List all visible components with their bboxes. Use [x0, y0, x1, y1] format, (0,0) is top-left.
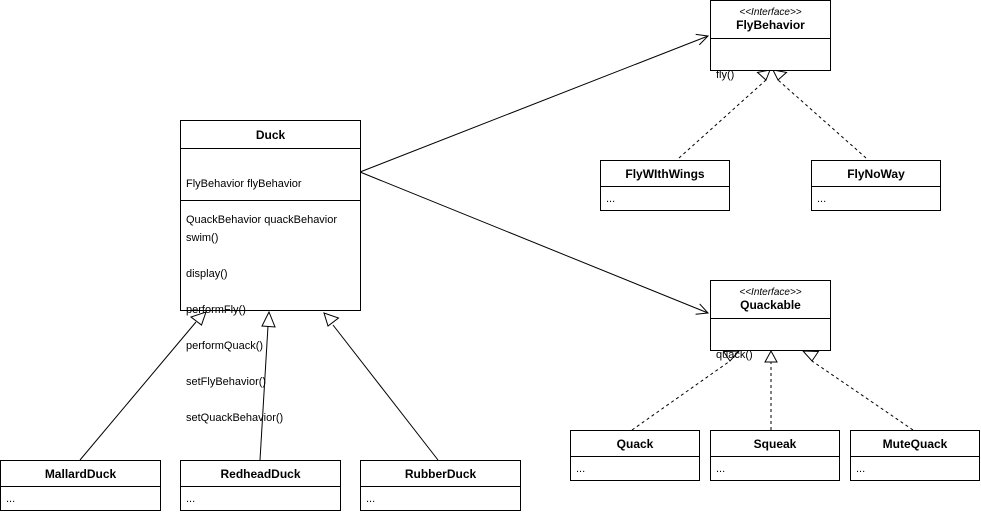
class-name: Duck [255, 127, 286, 142]
class-name: MuteQuack [882, 436, 948, 451]
class-body: ... [856, 463, 866, 475]
class-quack[interactable]: Quack ... [570, 430, 700, 481]
interface-flybehavior[interactable]: <<Interface>> FlyBehavior fly() [710, 0, 831, 81]
association-duck-flybehavior [359, 35, 709, 173]
realization-mutequack [811, 360, 914, 431]
class-body: ... [606, 193, 616, 205]
stereotype-label: <<Interface>> [739, 7, 802, 18]
class-squeak[interactable]: Squeak ... [710, 430, 840, 481]
realization-arrowhead [772, 69, 788, 81]
class-body: ... [817, 193, 827, 205]
association-arrowhead [695, 303, 710, 315]
class-mutequack[interactable]: MuteQuack ... [850, 430, 980, 481]
class-redheadduck[interactable]: RedheadDuck ... [180, 460, 341, 511]
class-body: ... [366, 493, 376, 505]
class-name: MallardDuck [44, 466, 117, 481]
class-name: FlyWIthWings [625, 166, 705, 181]
method: setFlyBehavior() [186, 376, 267, 388]
class-body: ... [186, 493, 196, 505]
class-body: ... [6, 493, 16, 505]
generalization-arrowhead [189, 311, 207, 326]
interface-quackable[interactable]: <<Interface>> Quackable quack() [710, 280, 831, 361]
realization-flynoway [777, 79, 867, 159]
generalization-arrowhead [261, 310, 276, 328]
attribute: QuackBehavior quackBehavior [186, 214, 338, 226]
class-name: Quackable [740, 298, 801, 312]
realization-arrowhead [764, 349, 778, 363]
class-duck[interactable]: Duck FlyBehavior flyBehavior QuackBehavi… [180, 120, 361, 424]
method: swim() [186, 232, 219, 244]
class-body: ... [576, 463, 586, 475]
methods-section: swim() display() performFly() performQua… [181, 201, 360, 452]
realization-arrowhead [801, 350, 820, 362]
class-name: FlyBehavior [736, 18, 805, 32]
method: performFly() [186, 304, 246, 316]
class-name: RubberDuck [404, 466, 477, 481]
realization-quack [631, 360, 731, 431]
method: performQuack() [186, 340, 264, 352]
generalization-arrowhead [323, 312, 340, 327]
attributes-section: FlyBehavior flyBehavior QuackBehavior qu… [181, 149, 360, 226]
class-name: Squeak [753, 436, 797, 451]
stereotype-label: <<Interface>> [739, 287, 802, 298]
generalization-mallardduck [79, 321, 197, 461]
attribute: FlyBehavior flyBehavior [186, 178, 302, 190]
realization-flywithwings [678, 79, 767, 159]
realization-arrowhead [722, 350, 741, 362]
method: setQuackBehavior() [186, 412, 284, 424]
class-name: RedheadDuck [220, 466, 301, 481]
class-flynoway[interactable]: FlyNoWay ... [811, 160, 941, 211]
class-flywithwings[interactable]: FlyWIthWings ... [600, 160, 730, 211]
realization-arrowhead [756, 69, 771, 81]
association-duck-quackable [359, 171, 709, 314]
generalization-redheadduck [259, 325, 269, 461]
class-name: FlyNoWay [847, 166, 905, 181]
association-arrowhead [695, 33, 710, 46]
methods-section: quack() [711, 319, 830, 389]
methods-section: fly() [711, 39, 830, 109]
generalization-rubberduck [332, 324, 439, 461]
class-mallardduck[interactable]: MallardDuck ... [0, 460, 161, 511]
method: quack() [716, 349, 753, 361]
class-body: ... [716, 463, 726, 475]
method: fly() [716, 69, 735, 81]
method: display() [186, 268, 228, 280]
class-rubberduck[interactable]: RubberDuck ... [360, 460, 521, 511]
class-name: Quack [616, 436, 654, 451]
